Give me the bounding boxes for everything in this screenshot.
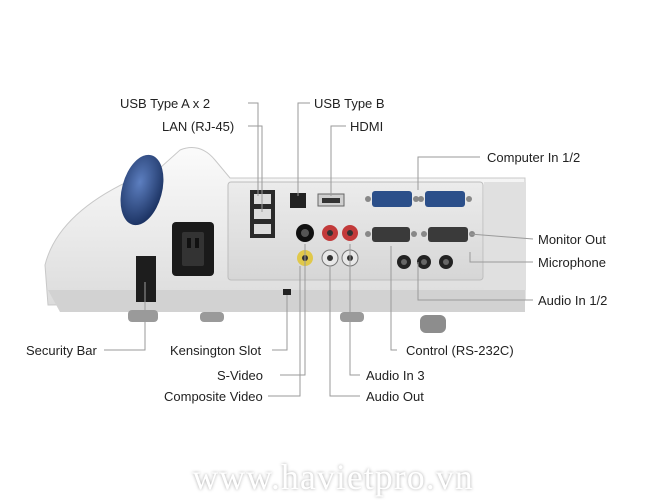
label-computer-in: Computer In 1/2 [487,150,581,165]
control-and-monitor-ports [365,227,475,242]
label-usb-type-b: USB Type B [314,96,385,111]
label-lan: LAN (RJ-45) [162,119,235,134]
kensington-slot [283,289,291,295]
usb-b-port [290,193,306,208]
label-usb-type-a: USB Type A x 2 [120,96,211,111]
label-security-bar: Security Bar [26,343,97,358]
label-microphone: Microphone [538,255,606,270]
label-audio-out: Audio Out [366,389,424,404]
leader-lines [104,102,534,397]
label-audio-in-12: Audio In 1/2 [538,293,608,308]
label-composite-video: Composite Video [164,389,263,404]
label-kensington-slot: Kensington Slot [170,343,262,358]
security-bar [136,256,156,302]
power-inlet [172,222,214,276]
label-monitor-out: Monitor Out [538,232,606,247]
front-foot [420,315,446,333]
watermark: www.havietpro.vn [192,457,474,497]
label-control-rs232c: Control (RS-232C) [406,343,514,358]
label-s-video: S-Video [217,368,264,383]
lens [120,154,164,226]
computer-in-ports [365,191,472,207]
label-audio-in-3: Audio In 3 [366,368,425,383]
label-hdmi: HDMI [350,119,384,134]
mini-jacks [397,255,453,269]
